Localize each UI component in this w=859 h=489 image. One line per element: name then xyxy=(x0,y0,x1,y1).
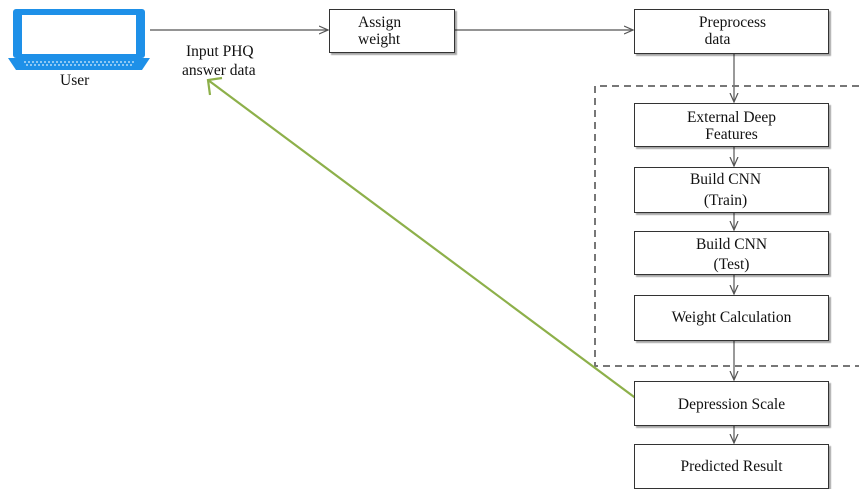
cnn-test-line2: (Test) xyxy=(713,256,750,273)
build-cnn-test-node: Build CNN (Test) xyxy=(634,231,829,275)
cnn-module-group xyxy=(594,85,859,367)
preprocess-line1: Preprocess xyxy=(698,14,767,31)
cnn-train-line2: (Train) xyxy=(703,192,748,209)
predicted-result-node: Predicted Result xyxy=(634,444,829,489)
user-label: User xyxy=(60,72,90,89)
laptop-icon xyxy=(8,9,150,70)
external-line1: External Deep xyxy=(686,109,777,126)
predicted-label: Predicted Result xyxy=(680,458,783,475)
feedback-arrow xyxy=(206,76,666,421)
input-label-line1: Input PHQ xyxy=(186,43,254,60)
external-deep-features-node: External Deep Features xyxy=(634,103,829,147)
cnn-test-line1: Build CNN xyxy=(695,236,768,253)
depression-label: Depression Scale xyxy=(677,396,786,413)
assign-weight-node: Assign weight xyxy=(329,9,455,53)
weight-calculation-node: Weight Calculation xyxy=(634,295,829,341)
assign-line2: weight xyxy=(358,31,401,48)
build-cnn-train-node: Build CNN (Train) xyxy=(634,167,829,213)
preprocess-line2: data xyxy=(704,31,731,48)
assign-line1: Assign xyxy=(358,14,402,31)
input-label-line2: answer data xyxy=(182,62,256,79)
external-line2: Features xyxy=(705,126,758,143)
preprocess-data-node: Preprocess data xyxy=(634,9,829,54)
weight-calc-label: Weight Calculation xyxy=(671,309,792,326)
depression-scale-node: Depression Scale xyxy=(634,381,829,426)
cnn-train-line1: Build CNN xyxy=(689,171,762,188)
